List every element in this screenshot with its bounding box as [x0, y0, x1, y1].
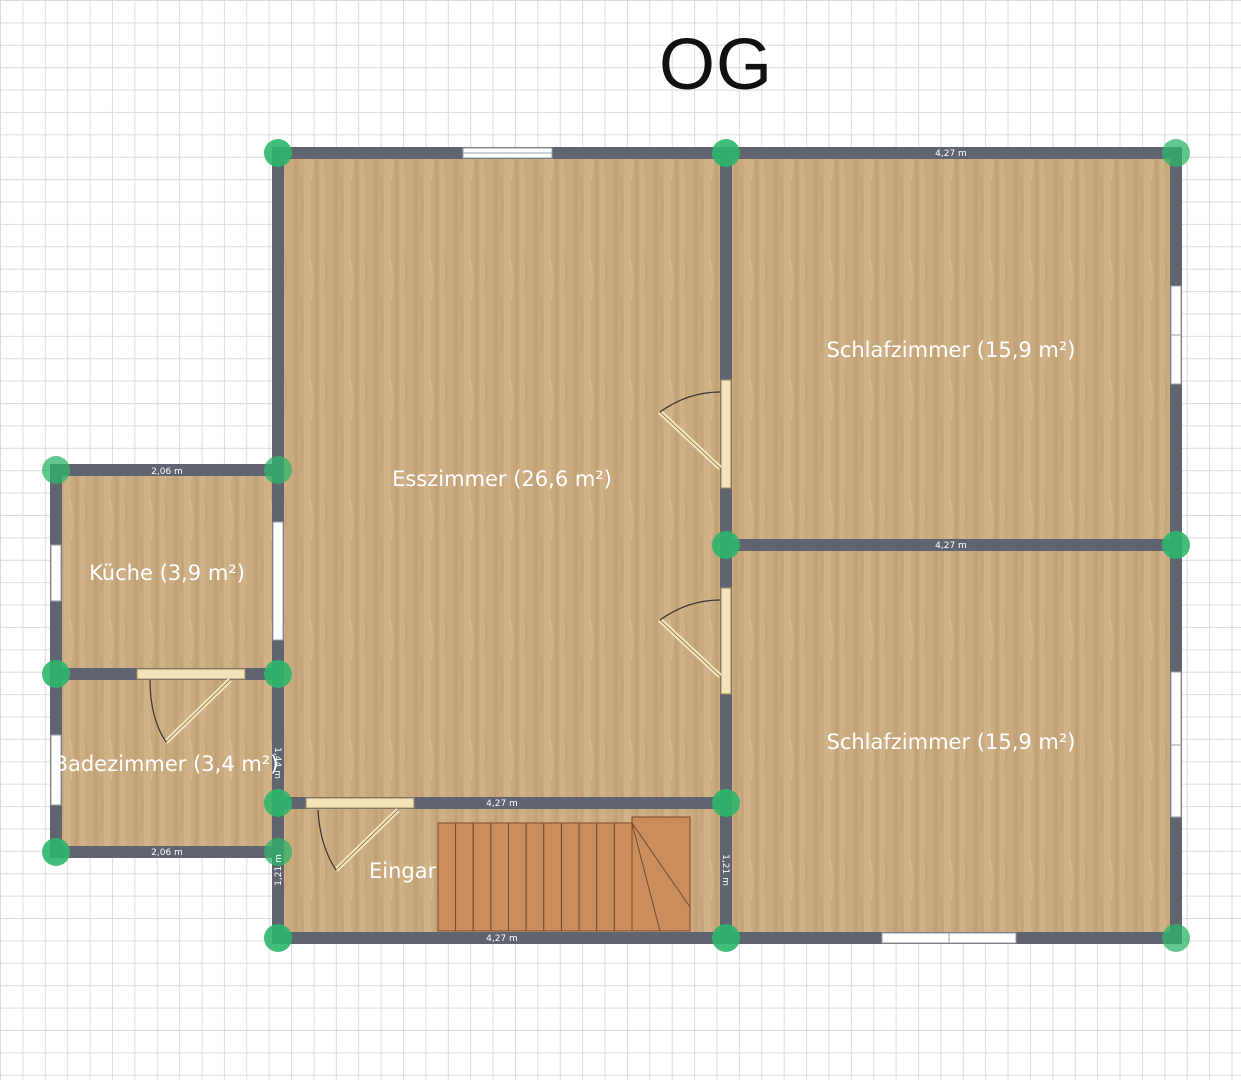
wall-kitchen-top: [50, 464, 278, 476]
stair-step: [455, 822, 474, 932]
room-label-kueche[interactable]: Küche (3,9 m²): [89, 561, 245, 585]
dim-hall-right: 1,21 m: [720, 854, 730, 886]
corner-marker[interactable]: [1162, 139, 1190, 167]
floor-esszimmer[interactable]: [278, 153, 726, 803]
corner-markers[interactable]: [42, 139, 1190, 952]
corner-marker[interactable]: [1162, 531, 1190, 559]
window-bath-left: [50, 734, 62, 806]
stair-landing: [631, 816, 691, 932]
dim-middle-right: 4,27 m: [935, 541, 967, 551]
room-label-schlafzimmer-2[interactable]: Schlafzimmer (15,9 m²): [827, 730, 1076, 754]
window-right-lower: [1170, 671, 1182, 818]
window-kitchen-left: [50, 544, 62, 602]
corner-marker[interactable]: [712, 139, 740, 167]
wall-bath-bottom: [50, 846, 278, 858]
dim-bottom: 4,27 m: [486, 934, 518, 944]
corner-marker[interactable]: [42, 456, 70, 484]
stair-step: [578, 822, 598, 932]
wall-bedrooms-divider: [726, 539, 1176, 551]
stair-winder-line: [631, 822, 661, 932]
window-kitchen-right: [272, 521, 284, 641]
corner-marker[interactable]: [712, 789, 740, 817]
door-schlafzimmer-1[interactable]: [658, 379, 732, 489]
windows: [50, 147, 1182, 944]
floor-kueche[interactable]: [56, 470, 278, 674]
doors: [136, 379, 732, 872]
floor-badezimmer[interactable]: [56, 674, 278, 852]
room-labels: Esszimmer (26,6 m²) Schlafzimmer (15,9 m…: [54, 338, 1076, 883]
stair-step: [490, 822, 509, 932]
stair-step: [613, 822, 633, 932]
corner-marker[interactable]: [264, 660, 292, 688]
room-label-eingang[interactable]: Eingar: [369, 859, 437, 883]
stair-step: [561, 822, 580, 932]
dim-top-right: 4,27 m: [935, 149, 967, 159]
window-top: [462, 147, 553, 159]
corner-marker[interactable]: [264, 924, 292, 952]
door-schlafzimmer-2[interactable]: [658, 587, 732, 695]
stair-winder-line: [631, 822, 691, 908]
room-label-badezimmer[interactable]: Badezimmer (3,4 m²): [54, 752, 279, 776]
dim-hall-left: 1,21 m: [274, 854, 284, 886]
floor-title: OG: [658, 25, 773, 105]
dim-bath-right: 1,44 m: [272, 747, 282, 779]
stair-step: [437, 822, 457, 932]
corner-marker[interactable]: [712, 531, 740, 559]
door-eingang[interactable]: [305, 797, 415, 872]
corner-marker[interactable]: [712, 924, 740, 952]
stair-step: [543, 822, 562, 932]
window-right-upper: [1170, 285, 1182, 385]
stair-step: [596, 822, 615, 932]
corner-marker[interactable]: [264, 789, 292, 817]
door-badezimmer[interactable]: [136, 668, 246, 744]
window-bottom: [881, 932, 1017, 944]
stair-step: [508, 822, 527, 932]
dim-kitchen-top: 2,06 m: [151, 467, 183, 477]
corner-marker[interactable]: [264, 456, 292, 484]
corner-marker[interactable]: [42, 838, 70, 866]
staircase: [437, 816, 691, 932]
dim-hall-top: 4,27 m: [486, 799, 518, 809]
stair-step: [472, 822, 492, 932]
corner-marker[interactable]: [1162, 924, 1190, 952]
corner-marker[interactable]: [42, 660, 70, 688]
floor-schlafzimmer-1[interactable]: [726, 153, 1176, 545]
corner-marker[interactable]: [264, 838, 292, 866]
corner-marker[interactable]: [264, 139, 292, 167]
room-label-schlafzimmer-1[interactable]: Schlafzimmer (15,9 m²): [827, 338, 1076, 362]
stair-step: [525, 822, 545, 932]
room-label-esszimmer[interactable]: Esszimmer (26,6 m²): [392, 467, 612, 491]
dimension-labels: 4,27 m 4,27 m 4,27 m 4,27 m 2,06 m 2,06 …: [151, 149, 967, 944]
dim-bath-bottom: 2,06 m: [151, 848, 183, 858]
floor-schlafzimmer-2[interactable]: [726, 545, 1176, 938]
